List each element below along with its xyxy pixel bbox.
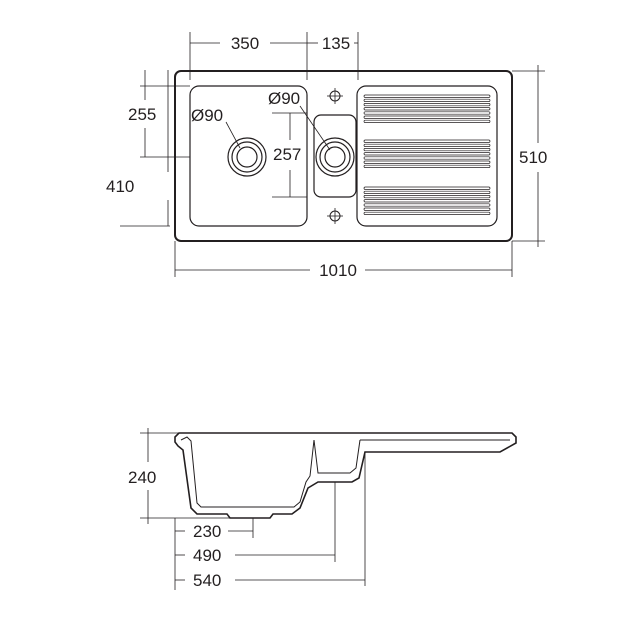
main-waste-icon xyxy=(227,137,267,177)
sink-side-profile xyxy=(174,432,517,519)
dim-waste-main: Ø90 xyxy=(191,106,223,125)
dim-257: 257 xyxy=(273,145,301,164)
drainer-groove xyxy=(363,94,491,98)
drainer-groove xyxy=(363,186,491,190)
drainer-groove xyxy=(363,152,491,156)
dim-waste-half: Ø90 xyxy=(268,89,300,108)
top-view: 350 135 255 410 Ø90 Ø90 257 510 1010 xyxy=(106,32,547,280)
drainer-groove xyxy=(363,107,491,111)
dim-240: 240 xyxy=(128,468,156,487)
drainer-groove xyxy=(363,203,491,207)
dimension-lines-top xyxy=(120,32,545,277)
drainer-groove xyxy=(363,207,491,211)
dim-230: 230 xyxy=(193,522,221,541)
half-bowl xyxy=(313,114,357,198)
dim-410: 410 xyxy=(106,177,134,196)
main-bowl xyxy=(189,85,308,227)
drainer-groove xyxy=(363,119,491,123)
dim-255: 255 xyxy=(128,105,156,124)
dim-1010: 1010 xyxy=(319,261,357,280)
drainer-area xyxy=(356,85,498,227)
tap-hole-top-icon xyxy=(327,88,343,104)
drainer-groove xyxy=(363,143,491,147)
dim-350: 350 xyxy=(231,34,259,53)
dim-510: 510 xyxy=(519,148,547,167)
drainer-groove xyxy=(363,103,491,107)
drainer-groove xyxy=(363,190,491,194)
drainer-groove xyxy=(363,211,491,215)
tap-hole-bottom-icon xyxy=(327,208,343,224)
dim-135: 135 xyxy=(322,34,350,53)
sink-outline xyxy=(174,70,513,242)
drainer-groove xyxy=(363,199,491,203)
dim-540: 540 xyxy=(193,571,221,590)
dimension-lines-side xyxy=(140,428,366,590)
drainer-groove xyxy=(363,148,491,152)
sink-side-inner-profile xyxy=(180,436,510,508)
drainer-groove xyxy=(363,115,491,119)
drainer-groove xyxy=(363,139,491,143)
side-view: 240 230 490 540 xyxy=(128,428,517,590)
drainer-groove xyxy=(363,160,491,164)
drainer-grooves xyxy=(363,94,491,215)
drainer-groove xyxy=(363,164,491,168)
drainer-groove xyxy=(363,98,491,102)
dim-490: 490 xyxy=(193,546,221,565)
drainer-groove xyxy=(363,111,491,115)
drainer-groove xyxy=(363,156,491,160)
half-waste-icon xyxy=(315,137,355,177)
drainer-groove xyxy=(363,195,491,199)
